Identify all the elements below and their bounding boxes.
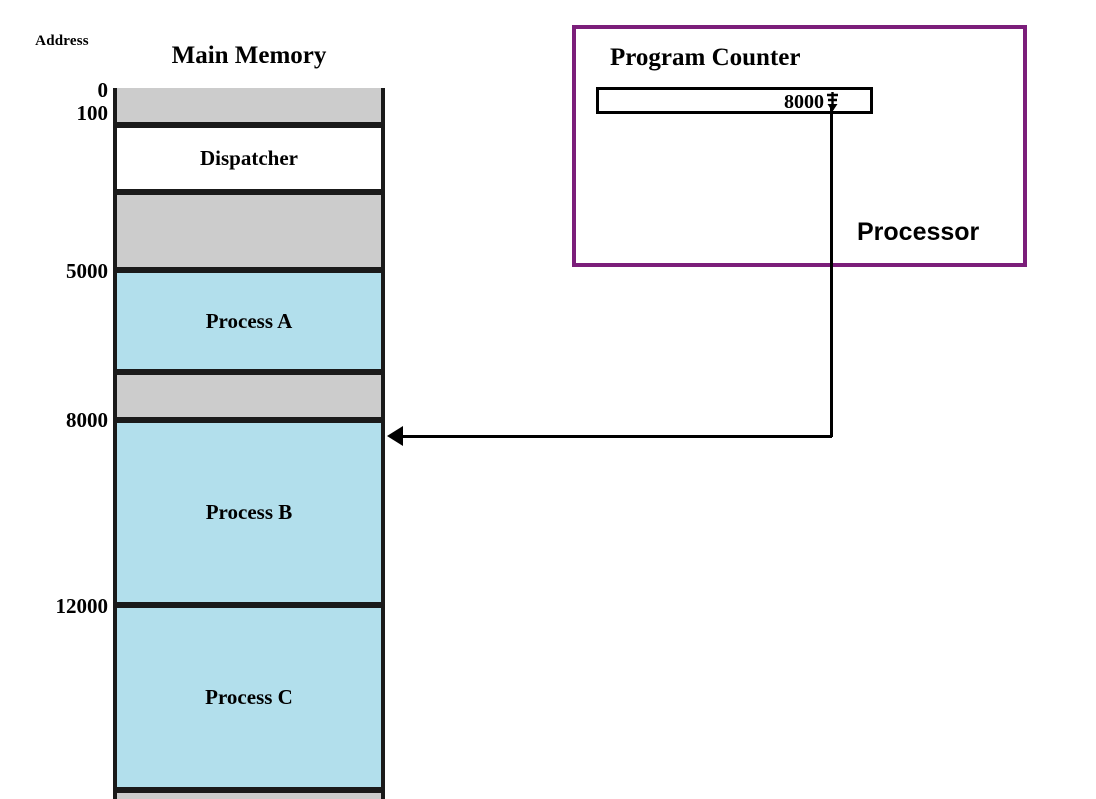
- memory-block-free-0: [117, 88, 381, 125]
- memory-block-label: Process A: [205, 308, 293, 333]
- memory-block-process-b: Process B: [117, 420, 381, 605]
- program-counter-title: Program Counter: [610, 44, 801, 71]
- memory-block-free-4: [117, 372, 381, 420]
- program-counter-value: 8000: [784, 91, 824, 113]
- program-counter-value-box[interactable]: 8000: [596, 87, 873, 114]
- connector-wire-vertical: [830, 108, 833, 437]
- memory-block-process-a: Process A: [117, 270, 381, 372]
- processor-box: [572, 25, 1027, 267]
- address-tick-100: 100: [76, 101, 109, 125]
- pc-down-arrow-icon: [827, 92, 838, 112]
- address-column-header: Address: [35, 33, 89, 49]
- main-memory-title: Main Memory: [171, 42, 327, 69]
- processor-label: Processor: [857, 218, 980, 246]
- address-tick-0: 0: [97, 78, 109, 102]
- memory-block-free-7: [117, 790, 381, 799]
- memory-block-label: Process B: [205, 500, 293, 524]
- address-tick-5000: 5000: [66, 259, 108, 283]
- address-tick-8000: 8000: [66, 408, 108, 432]
- connector-wire-horizontal: [398, 435, 832, 438]
- memory-block-dispatcher: Dispatcher: [117, 125, 381, 192]
- memory-block-free-2: [117, 192, 381, 270]
- connector-arrowhead-icon: [387, 426, 403, 446]
- memory-block-label: Dispatcher: [200, 146, 298, 170]
- address-tick-12000: 12000: [55, 594, 109, 618]
- memory-block-label: Process C: [205, 685, 293, 709]
- memory-block-process-c: Process C: [117, 605, 381, 790]
